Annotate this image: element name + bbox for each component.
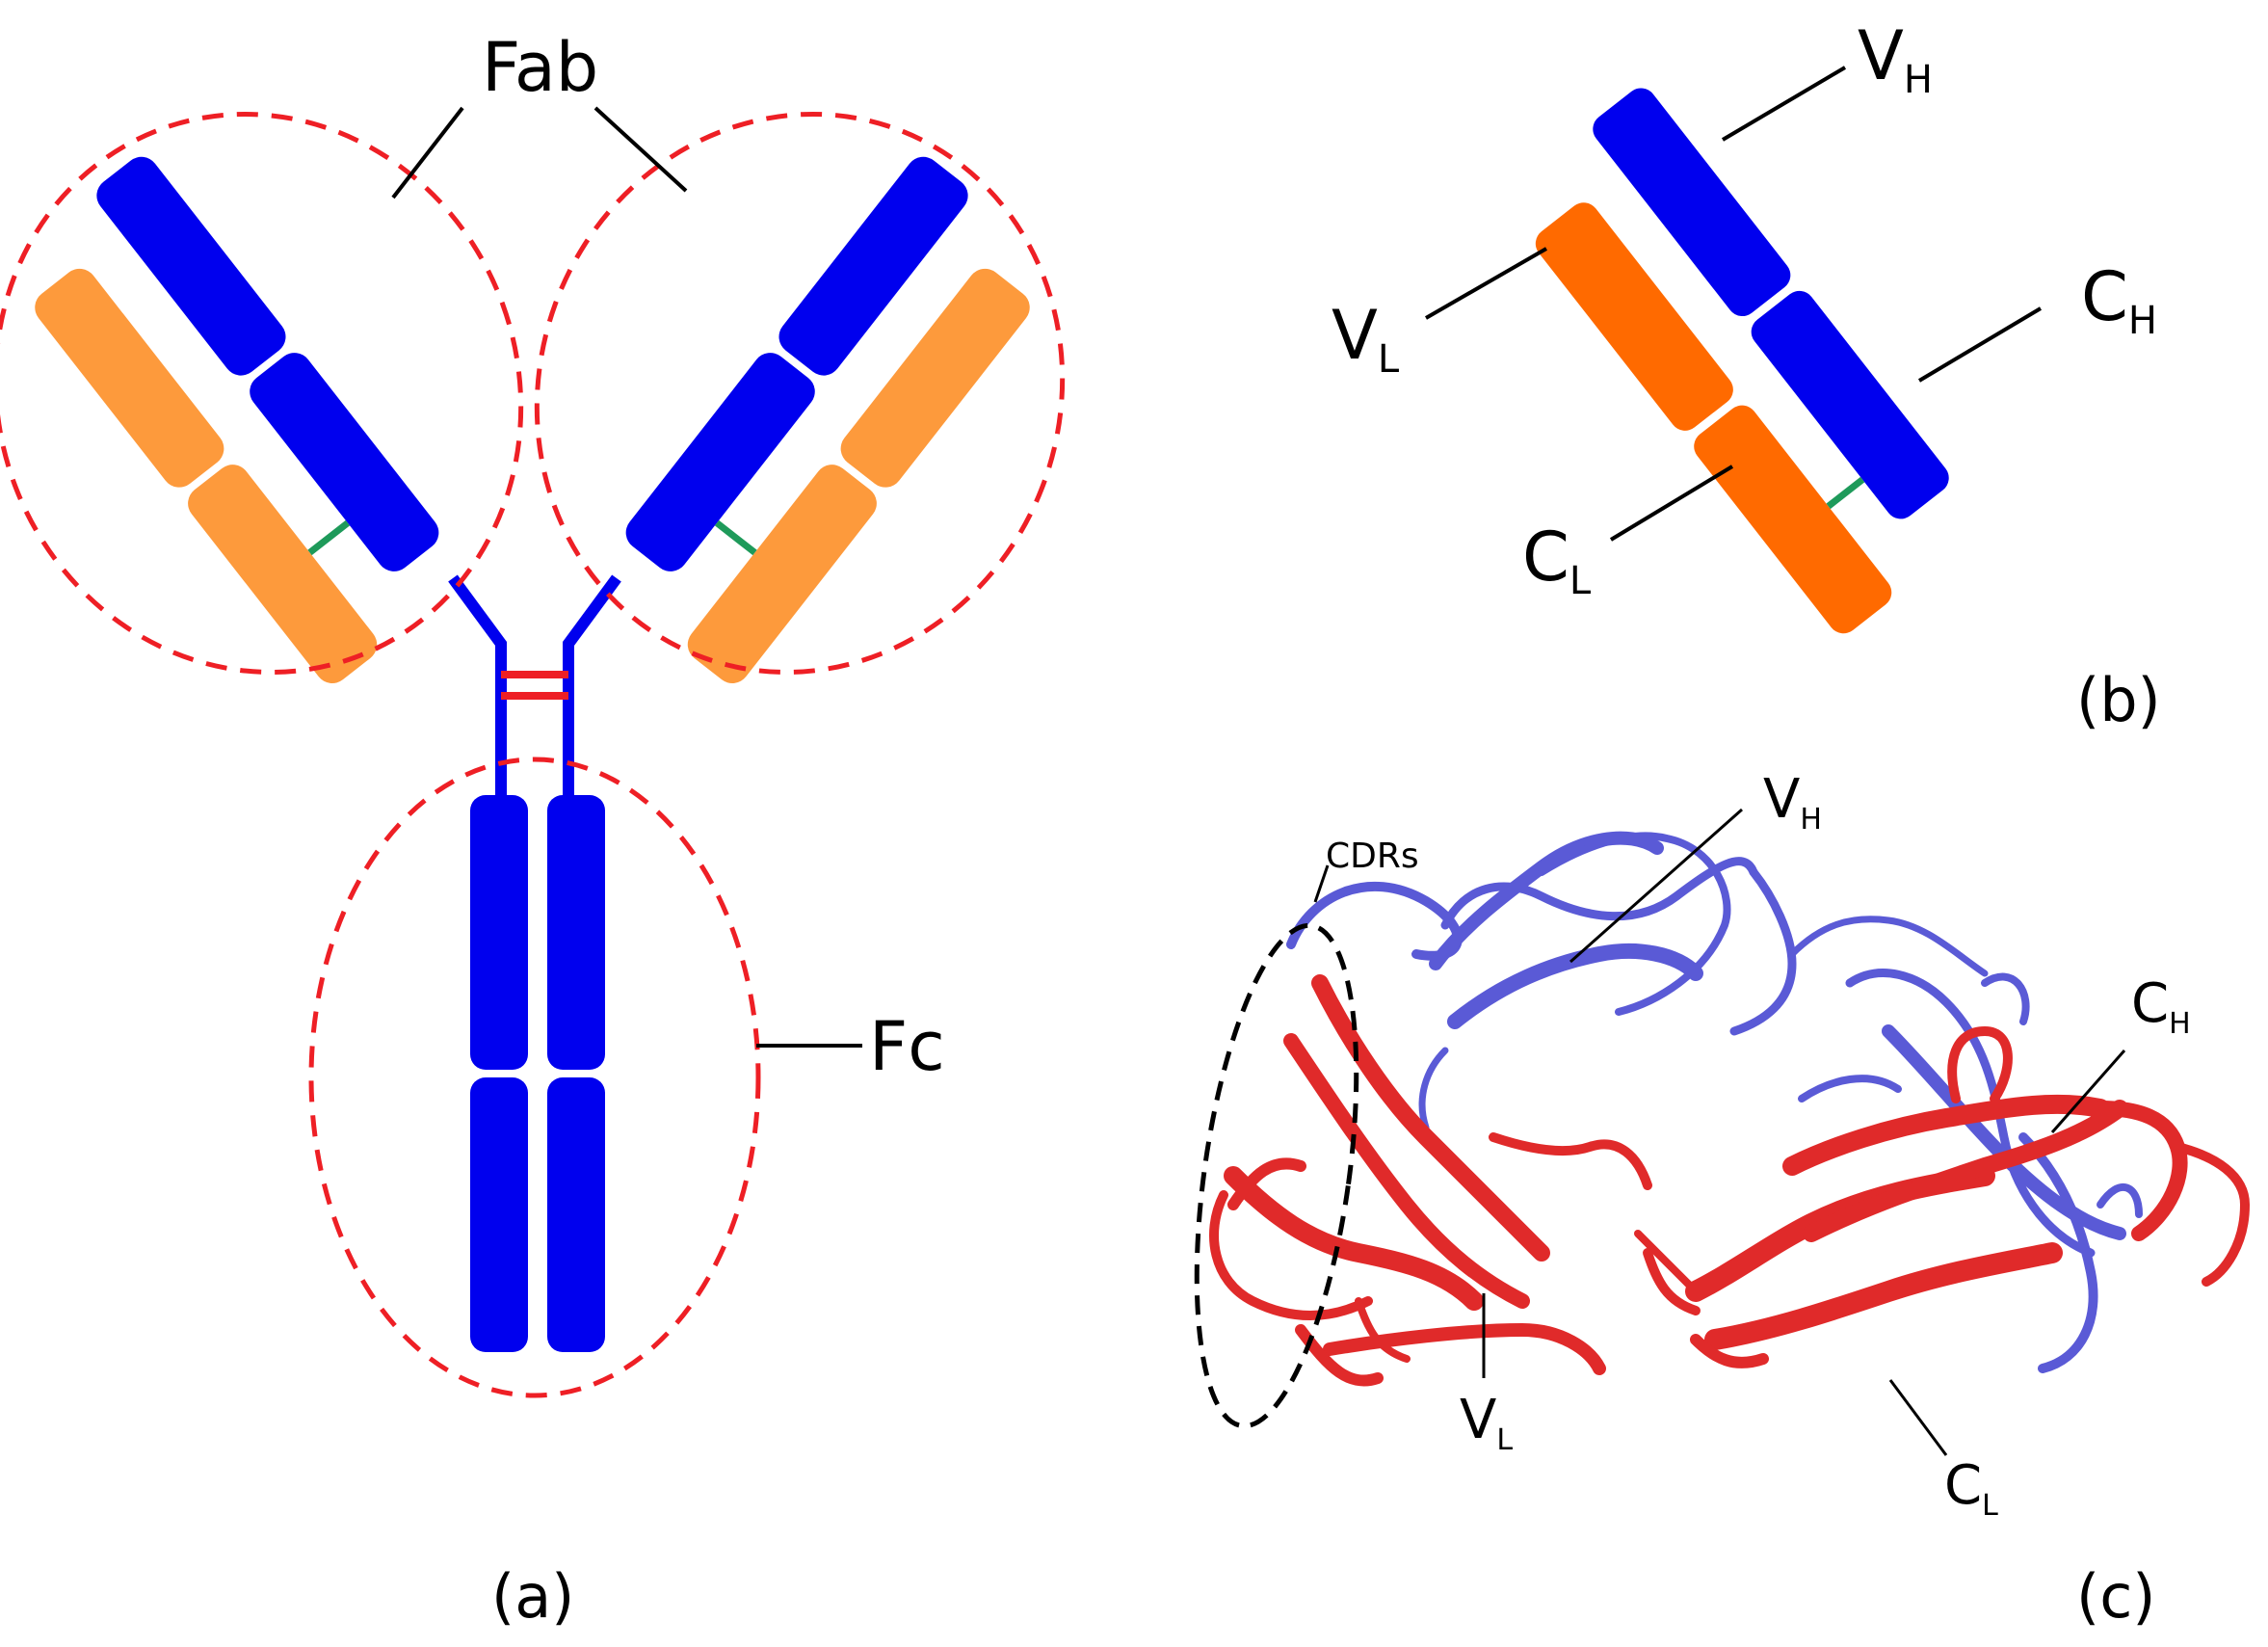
right-intra-disulfide <box>714 519 757 556</box>
c-vh-label: VH <box>1763 768 1822 837</box>
left-vh-domain <box>96 156 286 376</box>
right-ch-domain <box>625 353 815 571</box>
cdrs-outline <box>1194 922 1359 1429</box>
b-cl-label: CL <box>1522 518 1592 603</box>
b-vl-domain <box>1535 202 1733 431</box>
hinge-region <box>448 574 621 800</box>
cdrs-label: CDRs <box>1326 837 1419 876</box>
b-vh-label: VH <box>1858 16 1933 102</box>
b-vl-label: VL <box>1332 296 1400 382</box>
right-vh-domain <box>778 156 968 376</box>
b-ch-label: CH <box>2081 257 2157 343</box>
left-fab-outline <box>0 111 524 676</box>
b-vl-leader <box>1425 247 1547 320</box>
c-vl-label: VL <box>1460 1389 1513 1457</box>
left-intra-disulfide <box>307 519 351 556</box>
c-vh-leader <box>1569 808 1743 964</box>
fc-domains <box>470 795 605 1352</box>
c-cdrs-leader <box>1313 864 1330 903</box>
c-ch-leader <box>2050 1049 2126 1133</box>
panel-a-caption: (a) <box>491 1561 574 1632</box>
right-vl-domain <box>840 268 1030 488</box>
b-ch-domain <box>1751 290 1949 519</box>
panel-c-ribbon-structure: CDRs VH VL CH CL (c) <box>1194 768 2250 1632</box>
fab-leader-right <box>593 106 688 193</box>
panel-a-antibody: Fab Fc (a) <box>0 28 1066 1632</box>
fc-left-ch3 <box>470 1077 528 1352</box>
right-cl-domain <box>687 465 877 683</box>
left-ch-domain <box>250 353 439 571</box>
heavy-chain-ribbon <box>1286 831 2143 1373</box>
panel-c-caption: (c) <box>2076 1561 2155 1632</box>
left-cl-domain <box>188 465 378 683</box>
fc-right-ch2 <box>547 795 605 1070</box>
light-chain-ribbon <box>1209 974 2250 1387</box>
left-fab-arm <box>35 156 439 683</box>
b-cl-domain <box>1694 405 1892 634</box>
panel-b-caption: (b) <box>2076 665 2161 735</box>
fc-label: Fc <box>869 1007 945 1086</box>
fc-left-ch2 <box>470 795 528 1070</box>
left-vl-domain <box>35 268 224 488</box>
fab-label: Fab <box>482 28 598 107</box>
b-vh-domain <box>1593 88 1791 317</box>
panel-b-fab-schematic: VH VL CH CL (b) <box>1332 16 2161 735</box>
right-fab-arm <box>625 156 1030 683</box>
c-cl-leader <box>1888 1379 1948 1456</box>
right-fab-outline <box>534 111 1066 676</box>
c-cl-label: CL <box>1944 1454 1998 1523</box>
b-intra-disulfide <box>1826 476 1865 510</box>
b-cl-leader <box>1609 465 1734 542</box>
b-ch-leader <box>1917 306 2043 383</box>
fc-right-ch3 <box>547 1077 605 1352</box>
c-ch-label: CH <box>2131 972 2191 1041</box>
b-vh-leader <box>1721 66 1847 142</box>
fab-leader-left <box>391 106 464 199</box>
fc-outline <box>308 757 761 1398</box>
